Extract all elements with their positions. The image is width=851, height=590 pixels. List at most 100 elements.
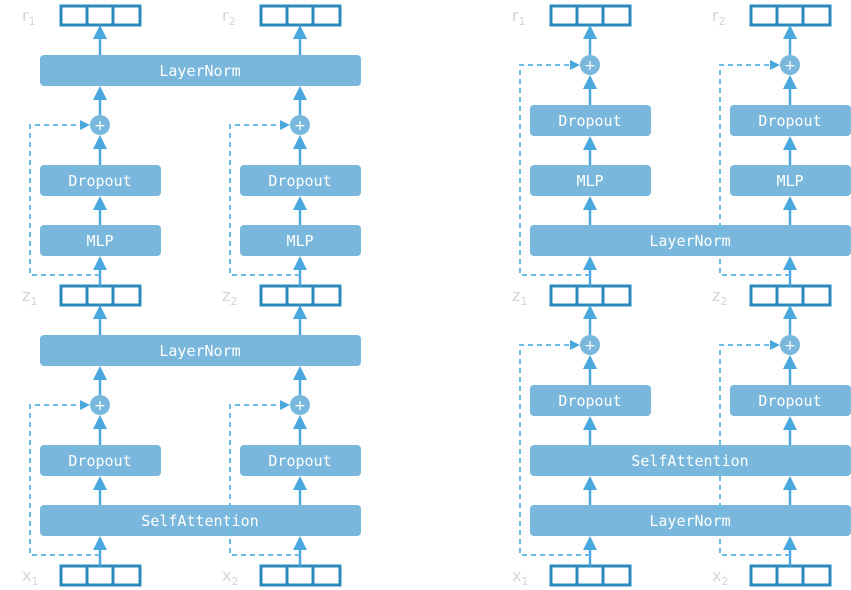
arrowhead: [783, 476, 797, 490]
dropout-block: Dropout: [40, 165, 161, 196]
residual-add: +: [780, 335, 800, 355]
layernorm-block: LayerNorm: [40, 55, 361, 86]
residual-add: +: [580, 335, 600, 355]
svg-text:Dropout: Dropout: [758, 112, 821, 130]
mlp-block: MLP: [530, 165, 651, 196]
flow-arrows: [93, 25, 307, 566]
arrowhead: [293, 135, 307, 149]
residual-skip-connection: [719, 64, 790, 276]
arrowhead: [783, 196, 797, 210]
arrowhead: [583, 536, 597, 550]
arrowhead: [293, 366, 307, 380]
mlp-block: MLP: [40, 225, 161, 256]
residual-add: +: [290, 395, 310, 415]
residual-skip-connection: [29, 404, 100, 556]
arrowhead: [583, 305, 597, 319]
selfattention-block: SelfAttention: [40, 505, 361, 536]
svg-text:Dropout: Dropout: [558, 112, 621, 130]
vector-r1: [59, 4, 142, 27]
arrowhead: [583, 196, 597, 210]
label-r2: r2: [222, 6, 236, 28]
arrowhead: [783, 256, 797, 270]
layernorm-block: LayerNorm: [530, 505, 851, 536]
right-diagram: r1 r2 + + Dropout Dropout MLP MLP LayerN…: [512, 4, 851, 588]
label-x1: x1: [22, 566, 38, 588]
svg-text:+: +: [584, 338, 596, 354]
label-z1: z1: [22, 286, 37, 308]
arrowhead: [93, 415, 107, 429]
svg-text:+: +: [294, 398, 306, 414]
arrowhead: [583, 136, 597, 150]
residual-skip-connection: [519, 344, 590, 556]
arrowhead: [293, 196, 307, 210]
arrowhead: [93, 536, 107, 550]
vector-x1: [59, 564, 142, 587]
svg-text:+: +: [584, 58, 596, 74]
arrowhead: [93, 305, 107, 319]
arrowhead: [583, 355, 597, 369]
flow-arrows: [583, 25, 797, 566]
residual-skip-connection: [229, 124, 300, 276]
svg-text:LayerNorm: LayerNorm: [159, 342, 240, 360]
mlp-block: MLP: [240, 225, 361, 256]
residual-skip-connection: [29, 124, 100, 276]
vector-x2: [259, 564, 342, 587]
arrowhead: [293, 86, 307, 100]
svg-text:+: +: [94, 118, 106, 134]
vector-z1: [549, 284, 632, 307]
vector-r1: [549, 4, 632, 27]
svg-text:MLP: MLP: [576, 172, 603, 190]
arrowhead: [583, 75, 597, 89]
residual-add: +: [90, 115, 110, 135]
layernorm-label: LayerNorm: [159, 62, 240, 80]
dropout-block: Dropout: [240, 445, 361, 476]
svg-text:+: +: [784, 58, 796, 74]
dropout-block: Dropout: [530, 105, 651, 136]
left-diagram: r1 r2 LayerNorm + + Dropout Dropout MLP …: [22, 4, 361, 588]
layernorm-block: LayerNorm: [530, 225, 851, 256]
arrowhead: [783, 355, 797, 369]
arrowhead: [583, 25, 597, 39]
svg-text:Dropout: Dropout: [268, 452, 331, 470]
selfattention-block: SelfAttention: [530, 445, 851, 476]
layernorm-block: LayerNorm: [40, 335, 361, 366]
arrowhead: [293, 536, 307, 550]
vector-r2: [749, 4, 832, 27]
arrowhead: [93, 25, 107, 39]
residual-add: +: [90, 395, 110, 415]
svg-text:+: +: [784, 338, 796, 354]
dropout-block: Dropout: [40, 445, 161, 476]
svg-text:+: +: [294, 118, 306, 134]
arrowhead: [783, 25, 797, 39]
arrowhead: [293, 25, 307, 39]
arrowhead: [93, 476, 107, 490]
arrowhead: [783, 536, 797, 550]
arrowhead: [93, 366, 107, 380]
label-x2: x2: [712, 566, 728, 588]
arrowhead: [783, 136, 797, 150]
residual-skip-connection: [519, 64, 590, 276]
arrowhead: [93, 135, 107, 149]
arrowhead: [93, 86, 107, 100]
label-r1: r1: [22, 6, 36, 28]
svg-text:MLP: MLP: [776, 172, 803, 190]
arrowhead: [783, 75, 797, 89]
svg-text:Dropout: Dropout: [558, 392, 621, 410]
arrowhead: [293, 256, 307, 270]
svg-text:Dropout: Dropout: [268, 172, 331, 190]
mlp-block: MLP: [730, 165, 851, 196]
arrowhead: [583, 476, 597, 490]
arrowhead: [93, 256, 107, 270]
label-x2: x2: [222, 566, 238, 588]
svg-text:SelfAttention: SelfAttention: [141, 512, 258, 530]
svg-text:MLP: MLP: [286, 232, 313, 250]
vector-x2: [749, 564, 832, 587]
arrowhead: [93, 196, 107, 210]
arrowhead: [293, 476, 307, 490]
svg-text:MLP: MLP: [86, 232, 113, 250]
residual-skip-connection: [229, 404, 300, 556]
vector-x1: [549, 564, 632, 587]
label-r1: r1: [512, 6, 526, 28]
vector-r2: [259, 4, 342, 27]
